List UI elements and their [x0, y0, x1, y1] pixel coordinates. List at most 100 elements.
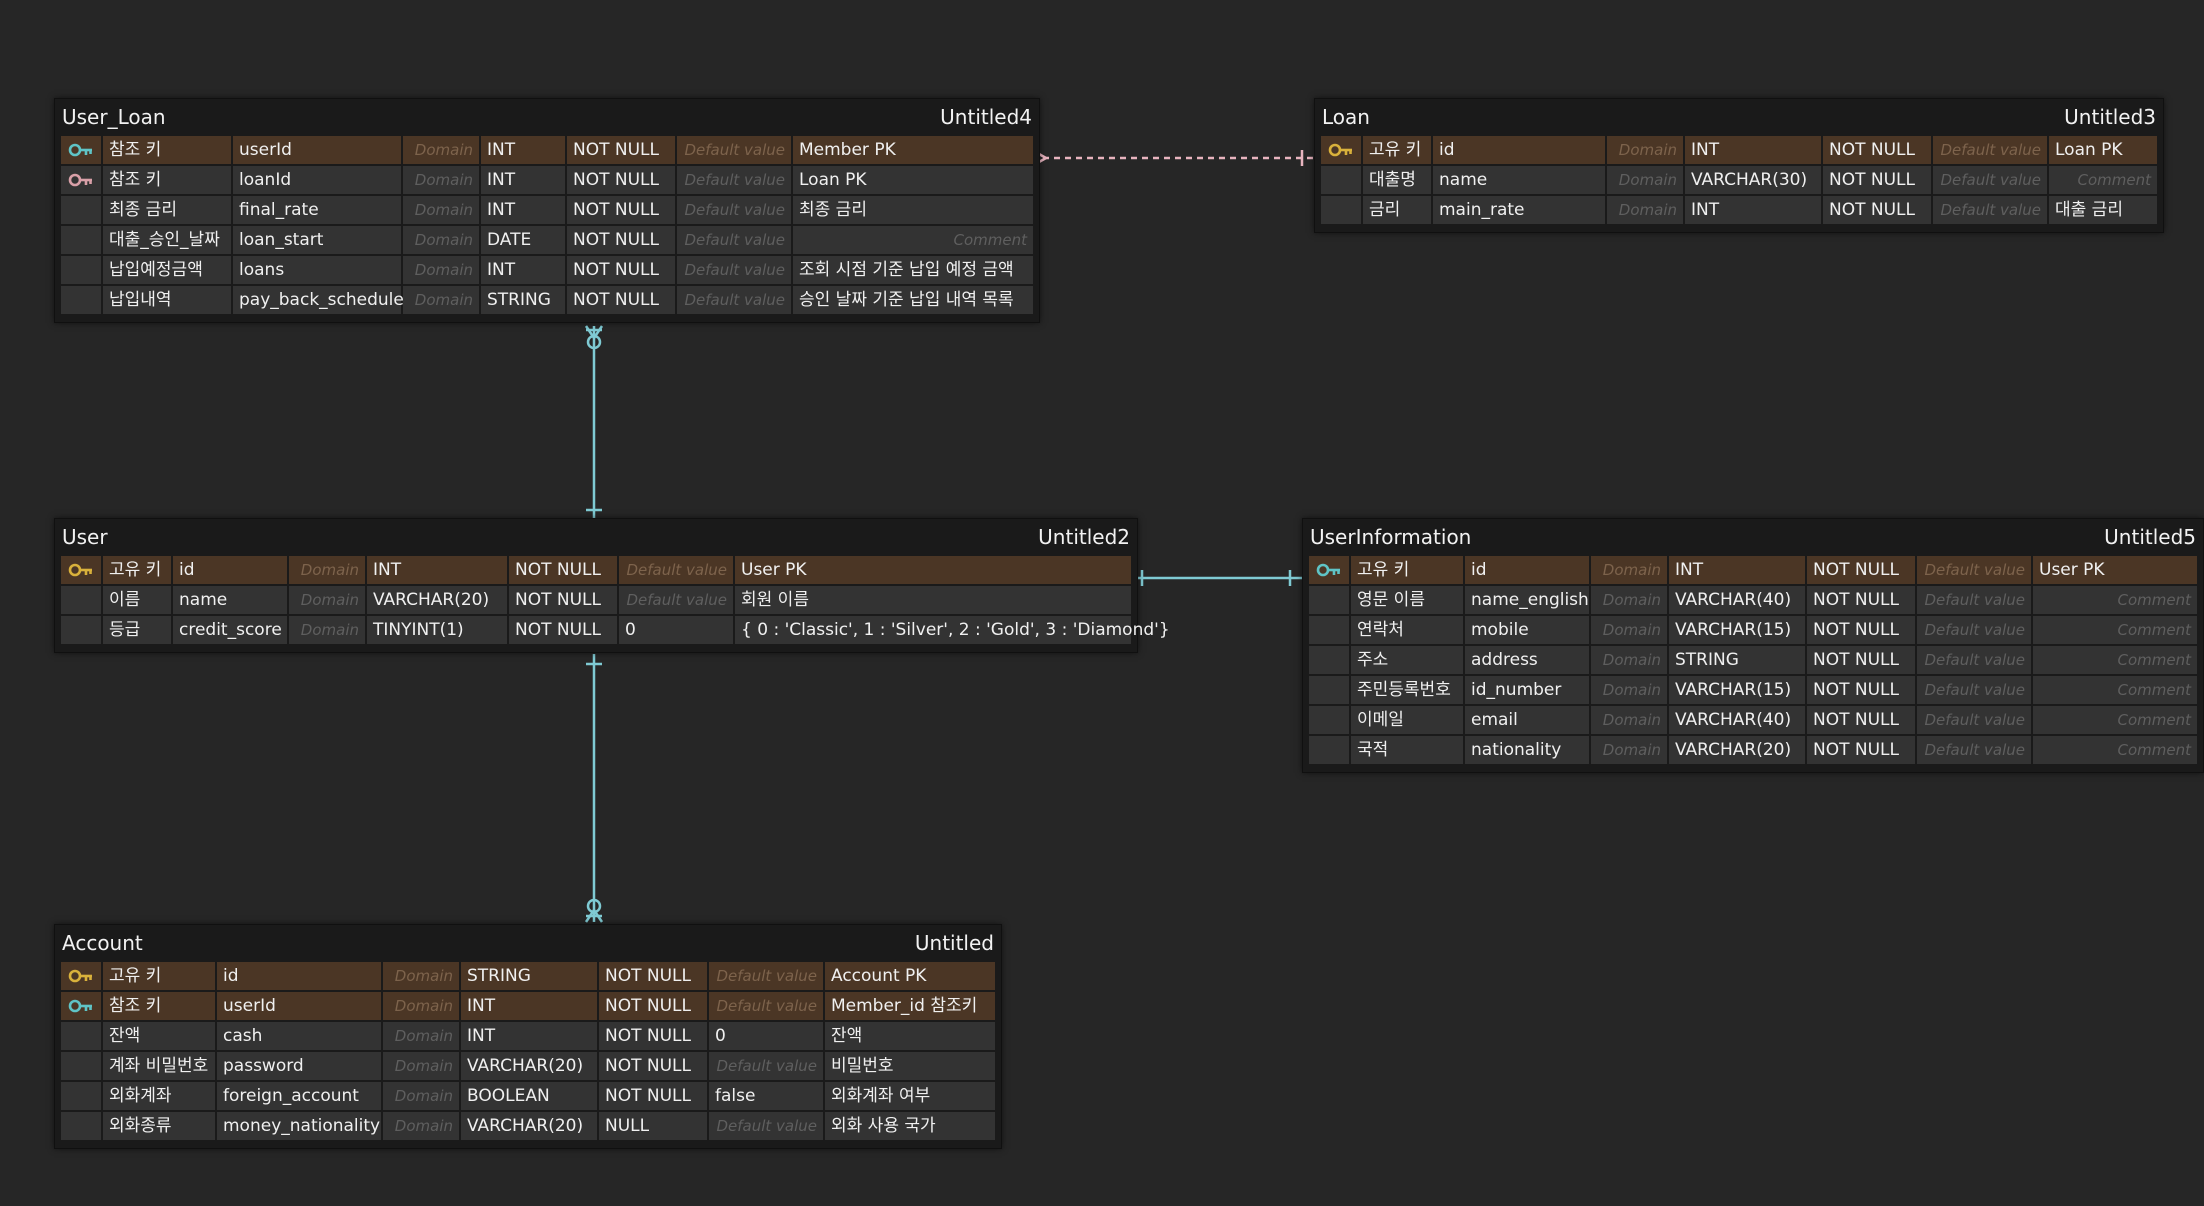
cell-comment[interactable]: Comment: [793, 226, 1033, 254]
cell-type[interactable]: INT: [461, 1022, 597, 1050]
cell-physical[interactable]: id_number: [1465, 676, 1589, 704]
cell-type[interactable]: TINYINT(1): [367, 616, 507, 644]
cell-physical[interactable]: mobile: [1465, 616, 1589, 644]
cell-type[interactable]: VARCHAR(20): [1669, 736, 1805, 764]
cell-comment[interactable]: 회원 이름: [735, 586, 1131, 614]
cell-physical[interactable]: money_nationality: [217, 1112, 381, 1140]
cell-comment[interactable]: Comment: [2033, 676, 2197, 704]
cell-physical[interactable]: address: [1465, 646, 1589, 674]
cell-nullable[interactable]: NOT NULL: [567, 226, 675, 254]
cell-comment[interactable]: 외화 사용 국가: [825, 1112, 995, 1140]
cell-comment[interactable]: Account PK: [825, 962, 995, 990]
cell-default[interactable]: 0: [619, 616, 733, 644]
cell-nullable[interactable]: NOT NULL: [1823, 196, 1931, 224]
cell-type[interactable]: INT: [481, 256, 565, 284]
cell-nullable[interactable]: NOT NULL: [599, 1082, 707, 1110]
cell-logical[interactable]: 이메일: [1351, 706, 1463, 734]
cell-domain[interactable]: Domain: [383, 1082, 459, 1110]
relation-user-loan-to-loan[interactable]: [1031, 148, 1314, 168]
cell-nullable[interactable]: NOT NULL: [599, 962, 707, 990]
cell-physical[interactable]: id: [1465, 556, 1589, 584]
cell-physical[interactable]: credit_score: [173, 616, 287, 644]
cell-nullable[interactable]: NOT NULL: [1807, 556, 1915, 584]
cell-type[interactable]: INT: [481, 136, 565, 164]
cell-nullable[interactable]: NOT NULL: [1823, 136, 1931, 164]
cell-logical[interactable]: 외화종류: [103, 1112, 215, 1140]
cell-comment[interactable]: User PK: [735, 556, 1131, 584]
cell-logical[interactable]: 이름: [103, 586, 171, 614]
cell-default[interactable]: Default value: [709, 1112, 823, 1140]
cell-type[interactable]: VARCHAR(20): [461, 1052, 597, 1080]
cell-domain[interactable]: Domain: [1591, 616, 1667, 644]
cell-comment[interactable]: 비밀번호: [825, 1052, 995, 1080]
cell-default[interactable]: Default value: [1933, 166, 2047, 194]
cell-default[interactable]: Default value: [1933, 136, 2047, 164]
cell-logical[interactable]: 최종 금리: [103, 196, 231, 224]
cell-logical[interactable]: 대출_승인_날짜: [103, 226, 231, 254]
cell-domain[interactable]: Domain: [383, 1022, 459, 1050]
cell-comment[interactable]: 최종 금리: [793, 196, 1033, 224]
cell-domain[interactable]: Domain: [1591, 646, 1667, 674]
cell-comment[interactable]: 외화계좌 여부: [825, 1082, 995, 1110]
cell-domain[interactable]: Domain: [403, 166, 479, 194]
cell-type[interactable]: INT: [367, 556, 507, 584]
cell-domain[interactable]: Domain: [1607, 196, 1683, 224]
relation-user-to-userinformation[interactable]: [1130, 570, 1302, 586]
cell-nullable[interactable]: NOT NULL: [1807, 616, 1915, 644]
cell-physical[interactable]: main_rate: [1433, 196, 1605, 224]
cell-domain[interactable]: Domain: [383, 962, 459, 990]
cell-default[interactable]: Default value: [1917, 736, 2031, 764]
cell-default[interactable]: Default value: [677, 136, 791, 164]
cell-logical[interactable]: 참조 키: [103, 166, 231, 194]
cell-default[interactable]: Default value: [1917, 646, 2031, 674]
cell-physical[interactable]: userId: [233, 136, 401, 164]
cell-comment[interactable]: 승인 날짜 기준 납입 내역 목록: [793, 286, 1033, 314]
cell-comment[interactable]: Comment: [2033, 616, 2197, 644]
cell-default[interactable]: 0: [709, 1022, 823, 1050]
cell-default[interactable]: Default value: [1917, 676, 2031, 704]
cell-physical[interactable]: password: [217, 1052, 381, 1080]
cell-physical[interactable]: userId: [217, 992, 381, 1020]
cell-domain[interactable]: Domain: [1591, 556, 1667, 584]
cell-nullable[interactable]: NOT NULL: [567, 166, 675, 194]
cell-default[interactable]: Default value: [677, 256, 791, 284]
cell-logical[interactable]: 대출명: [1363, 166, 1431, 194]
cell-nullable[interactable]: NOT NULL: [1807, 586, 1915, 614]
cell-nullable[interactable]: NOT NULL: [1807, 676, 1915, 704]
cell-physical[interactable]: loanId: [233, 166, 401, 194]
cell-type[interactable]: DATE: [481, 226, 565, 254]
cell-physical[interactable]: email: [1465, 706, 1589, 734]
cell-physical[interactable]: cash: [217, 1022, 381, 1050]
cell-logical[interactable]: 등급: [103, 616, 171, 644]
cell-type[interactable]: INT: [1685, 136, 1821, 164]
cell-comment[interactable]: 잔액: [825, 1022, 995, 1050]
cell-default[interactable]: Default value: [677, 286, 791, 314]
cell-comment[interactable]: Comment: [2033, 586, 2197, 614]
cell-nullable[interactable]: NOT NULL: [509, 586, 617, 614]
cell-comment[interactable]: Comment: [2033, 736, 2197, 764]
cell-default[interactable]: false: [709, 1082, 823, 1110]
cell-default[interactable]: Default value: [619, 556, 733, 584]
cell-physical[interactable]: name: [1433, 166, 1605, 194]
cell-default[interactable]: Default value: [1917, 586, 2031, 614]
cell-domain[interactable]: Domain: [1607, 136, 1683, 164]
cell-type[interactable]: VARCHAR(40): [1669, 706, 1805, 734]
cell-logical[interactable]: 납입예정금액: [103, 256, 231, 284]
cell-comment[interactable]: Comment: [2033, 646, 2197, 674]
cell-type[interactable]: STRING: [461, 962, 597, 990]
cell-physical[interactable]: id: [217, 962, 381, 990]
cell-physical[interactable]: name_english: [1465, 586, 1589, 614]
cell-type[interactable]: INT: [481, 196, 565, 224]
cell-comment[interactable]: Comment: [2049, 166, 2157, 194]
